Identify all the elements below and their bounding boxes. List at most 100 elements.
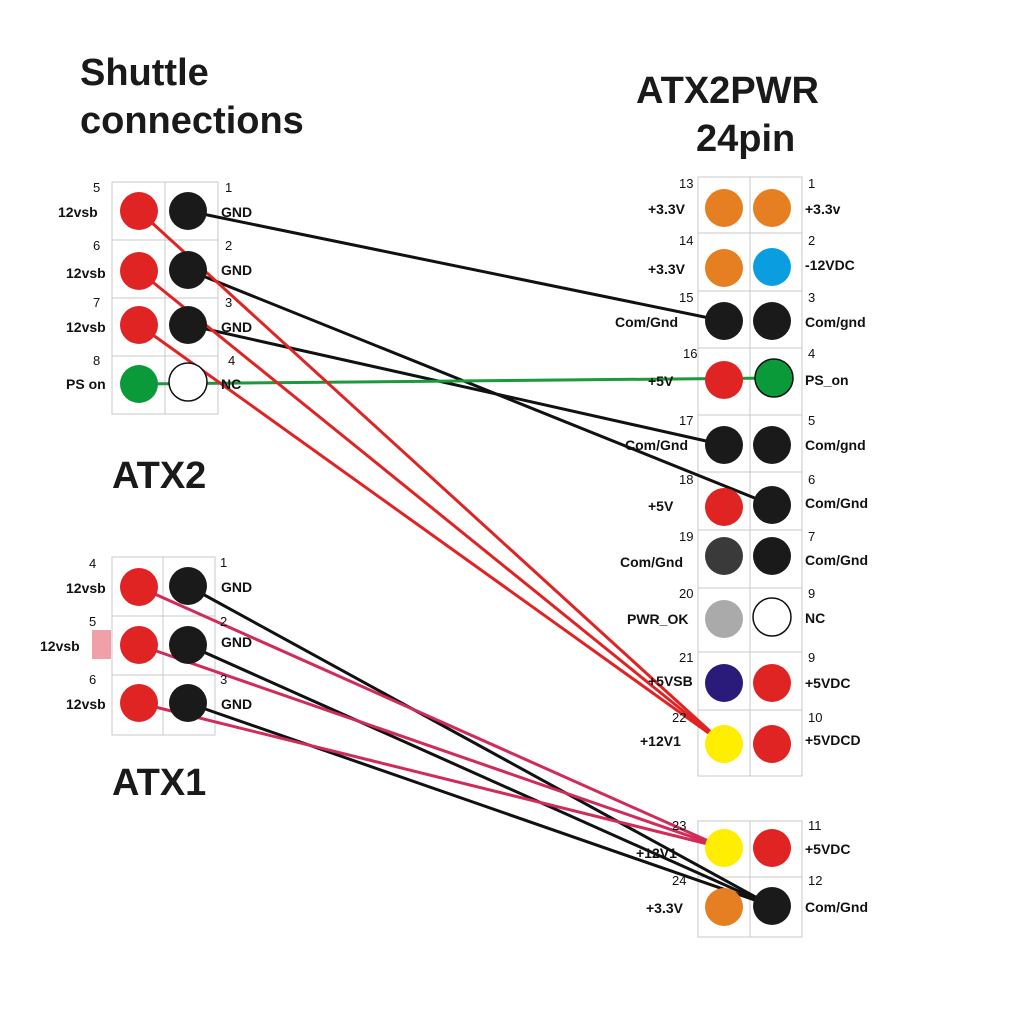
wire-a1-3-to-p12 xyxy=(186,701,774,908)
atx24-pin-label-p18: +5V xyxy=(648,498,674,514)
atx2-pin-number-a2-1: 1 xyxy=(225,180,232,195)
atx24-pin-label-p22: +12V1 xyxy=(640,733,681,749)
atx24-pin-p5 xyxy=(753,426,791,464)
atx2-pin-number-a2-5: 5 xyxy=(93,180,100,195)
atx2-pin-number-a2-3: 3 xyxy=(225,295,232,310)
atx24-pin-number-p3: 3 xyxy=(808,290,815,305)
atx24-pin-number-p20: 20 xyxy=(679,586,693,601)
atx1-connector-frame xyxy=(111,556,216,736)
atx2-pin-label-a2-4: NC xyxy=(221,376,241,392)
wire-a1-2-to-p12 xyxy=(186,643,774,908)
atx2pwr-title-line1: ATX2PWR xyxy=(636,70,819,112)
atx2-pin-a2-4 xyxy=(168,362,208,402)
atx24-pin-number-p23: 23 xyxy=(672,818,686,833)
atx2-pin-a2-3 xyxy=(169,306,207,344)
atx24-pin-number-p2: 2 xyxy=(808,233,815,248)
atx1-title: ATX1 xyxy=(112,762,206,804)
atx24-pin-p19 xyxy=(705,537,743,575)
wire-a1-5-to-p23 xyxy=(137,643,726,850)
wire-a1-4-to-p23 xyxy=(137,585,726,850)
atx1-pin-label-a1-1: GND xyxy=(221,579,252,595)
atx2-pin-a2-2 xyxy=(169,251,207,289)
atx24-pin-number-p15: 15 xyxy=(679,290,693,305)
atx24-pin-p21 xyxy=(705,664,743,702)
atx1-pin-a1-3 xyxy=(169,684,207,722)
atx24-pin-p6 xyxy=(753,486,791,524)
atx24-pin-p13 xyxy=(705,189,743,227)
atx24-pin-p9a xyxy=(752,597,792,637)
atx24-pin-label-p24: +3.3V xyxy=(646,900,684,916)
shuttle-title-line2: connections xyxy=(80,100,304,142)
atx1-pin-label-a1-5: 12vsb xyxy=(40,638,80,654)
atx24-pin-p20 xyxy=(705,600,743,638)
atx24-pin-label-p1: +3.3v xyxy=(805,201,841,217)
atx24-pin-p3 xyxy=(753,302,791,340)
atx24-pin-p7 xyxy=(753,537,791,575)
atx24-pin-number-p21: 21 xyxy=(679,650,693,665)
atx24-pin-p24 xyxy=(705,888,743,926)
atx24-pin-p23 xyxy=(705,829,743,867)
atx24-pin-label-p20: PWR_OK xyxy=(627,611,688,627)
atx2-pin-number-a2-8: 8 xyxy=(93,353,100,368)
atx24-pin-label-p21: +5VSB xyxy=(648,673,693,689)
atx2-pin-label-a2-1: GND xyxy=(221,204,252,220)
atx1-pin-label-a1-3: GND xyxy=(221,696,252,712)
atx24-pin-label-p13: +3.3V xyxy=(648,201,686,217)
atx2-pin-a2-8 xyxy=(120,365,158,403)
atx24-pin-label-p3: Com/gnd xyxy=(805,314,866,330)
atx24-pin-label-p23: +12V1 xyxy=(636,845,677,861)
atx24-pin-p15 xyxy=(705,302,743,340)
atx24-pin-label-p7: Com/Gnd xyxy=(805,552,868,568)
wire-a2-6-to-p22 xyxy=(137,269,726,746)
atx1-pin-a1-4 xyxy=(120,568,158,606)
atx24-pin-p12 xyxy=(753,887,791,925)
atx24-pin-label-p11: +5VDC xyxy=(805,841,851,857)
atx24-pin-number-p14: 14 xyxy=(679,233,693,248)
wire-a2-8-to-p4 xyxy=(137,376,776,386)
atx24-pin-label-p10: +5VDCD xyxy=(805,732,861,748)
atx24-pin-label-p15: Com/Gnd xyxy=(615,314,678,330)
atx24-pin-number-p9b: 9 xyxy=(808,650,815,665)
atx24-pin-p4 xyxy=(754,358,794,398)
atx24-pin-number-p6: 6 xyxy=(808,472,815,487)
atx2-pin-label-a2-5: 12vsb xyxy=(58,204,98,220)
atx2-pin-number-a2-7: 7 xyxy=(93,295,100,310)
atx2pwr-title-line2: 24pin xyxy=(696,118,795,160)
atx24-pin-label-p5: Com/gnd xyxy=(805,437,866,453)
atx24-pin-label-p17: Com/Gnd xyxy=(625,437,688,453)
atx1-pin-number-a1-5: 5 xyxy=(89,614,96,629)
atx24-pin-p10 xyxy=(753,725,791,763)
atx1-pin-number-a1-6: 6 xyxy=(89,672,96,687)
atx24-pin-label-p9a: NC xyxy=(805,610,825,626)
atx1-pin-label-a1-6: 12vsb xyxy=(66,696,106,712)
atx24-pin-number-p13: 13 xyxy=(679,176,693,191)
atx1-pin-label-a1-4: 12vsb xyxy=(66,580,106,596)
atx24-pin-label-p4: PS_on xyxy=(805,372,849,388)
atx24-pin-label-p16: +5V xyxy=(648,373,674,389)
atx24-pin-number-p10: 10 xyxy=(808,710,822,725)
atx2-connector-frame xyxy=(111,181,219,415)
wire-a2-2-to-p6 xyxy=(186,268,774,507)
atx24-pin-number-p9a: 9 xyxy=(808,586,815,601)
atx2-pin-number-a2-4: 4 xyxy=(228,353,235,368)
atx1-pin-label-a1-2: GND xyxy=(221,634,252,650)
atx2-pin-number-a2-2: 2 xyxy=(225,238,232,253)
atx1-pin-a1-6 xyxy=(120,684,158,722)
atx24-pin-p14 xyxy=(705,249,743,287)
atx24-pin-p22 xyxy=(705,725,743,763)
atx2-pin-number-a2-6: 6 xyxy=(93,238,100,253)
wire-a2-1-to-p15 xyxy=(186,209,726,323)
wire-a2-5-to-p22 xyxy=(137,209,726,746)
atx24-pin-number-p19: 19 xyxy=(679,529,693,544)
wire-a1-1-to-p12 xyxy=(186,584,774,908)
atx24-pin-label-p14: +3.3V xyxy=(648,261,686,277)
pins xyxy=(120,189,794,926)
atx2-pin-label-a2-8: PS on xyxy=(66,376,106,392)
atx24-pin-number-p16: 16 xyxy=(683,346,697,361)
atx24-pin-p1 xyxy=(753,189,791,227)
atx24-pin-label-p19: Com/Gnd xyxy=(620,554,683,570)
atx24-pin-number-p22: 22 xyxy=(672,710,686,725)
shuttle-title-line1: Shuttle xyxy=(80,52,209,94)
atx24-pin-label-p2: -12VDC xyxy=(805,257,855,273)
atx24-pin-number-p5: 5 xyxy=(808,413,815,428)
